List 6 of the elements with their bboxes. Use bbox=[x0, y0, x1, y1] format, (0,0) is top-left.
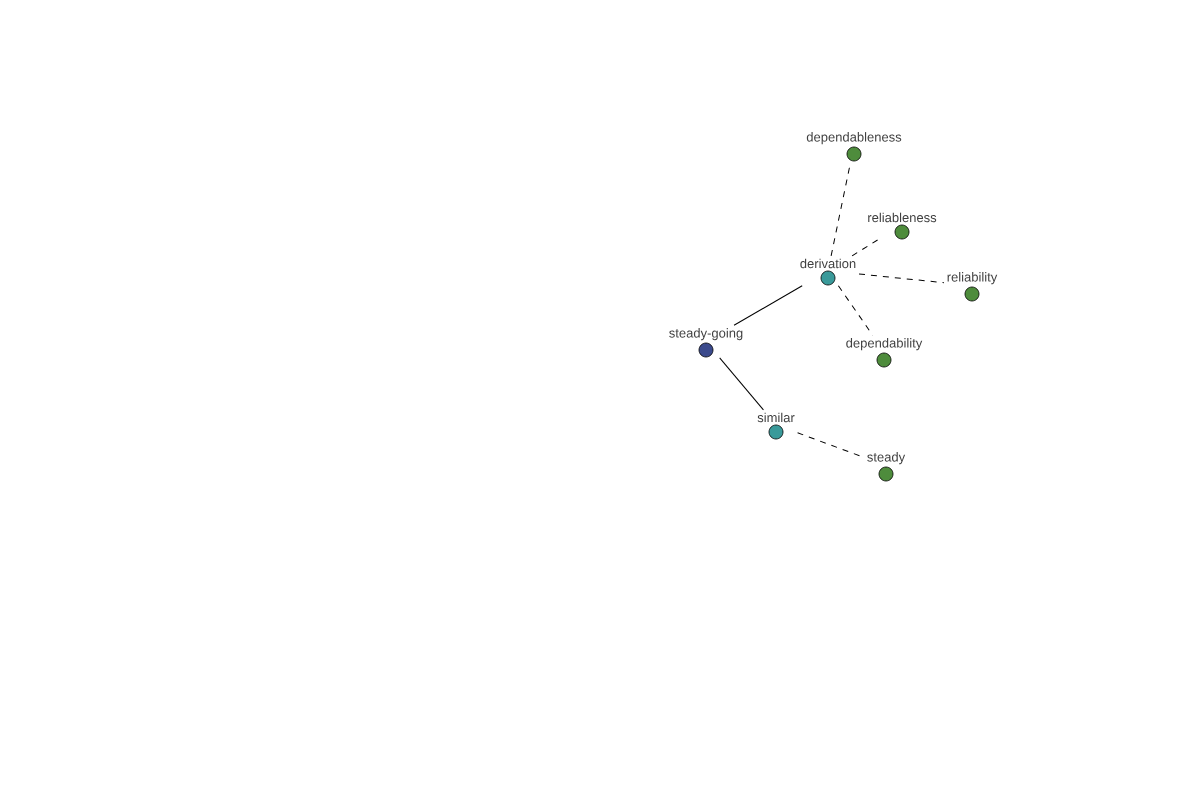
connector-line bbox=[837, 285, 874, 336]
connector-line bbox=[851, 239, 879, 257]
connector-line bbox=[797, 432, 865, 458]
connector-line bbox=[858, 273, 945, 284]
connector-line bbox=[719, 357, 764, 411]
connector-line bbox=[733, 285, 803, 326]
